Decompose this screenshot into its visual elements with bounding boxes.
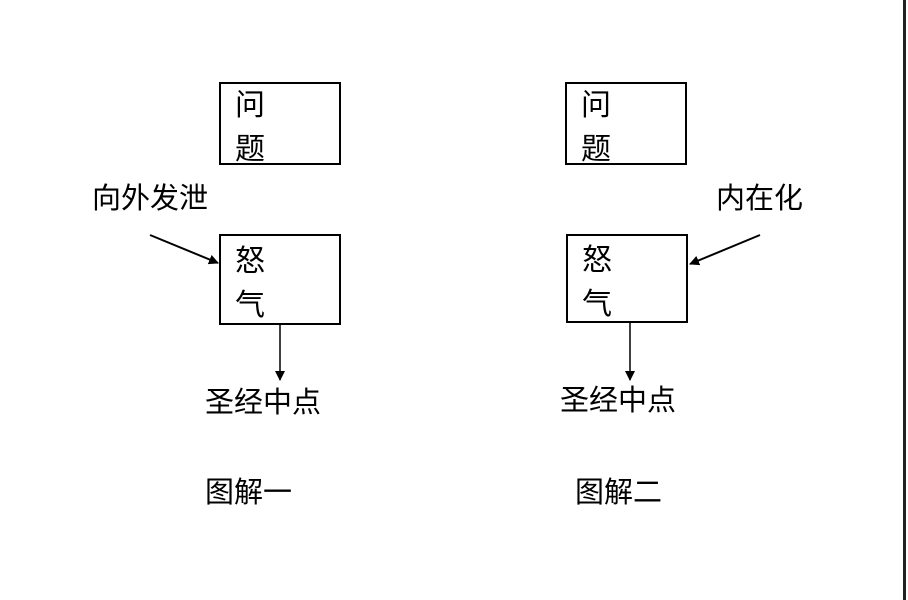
diagram2-anger-text: 怒 气 <box>582 242 626 322</box>
page-right-border <box>903 0 906 600</box>
diagram1-problem-box: 问 题 <box>219 82 341 167</box>
diagram2-side-label: 内在化 <box>716 181 804 215</box>
diagram1-side-arrow <box>149 234 219 265</box>
diagram2-anger-box: 怒 气 <box>566 234 688 323</box>
diagram2-problem-box: 问 题 <box>565 82 687 167</box>
diagram1-side-label: 向外发泄 <box>92 181 209 215</box>
diagram1-caption: 图解一 <box>205 475 293 509</box>
diagram2-problem-text: 问 题 <box>581 87 625 167</box>
diagram1-result-label: 圣经中点 <box>205 385 322 419</box>
diagram2-result-label: 圣经中点 <box>560 383 677 417</box>
diagram1-anger-box: 怒 气 <box>219 234 341 325</box>
diagram1-problem-text: 问 题 <box>235 87 279 167</box>
diagram1-anger-text: 怒 气 <box>235 243 279 323</box>
diagram2-side-arrow <box>689 234 761 266</box>
diagram2-caption: 图解二 <box>575 475 663 509</box>
